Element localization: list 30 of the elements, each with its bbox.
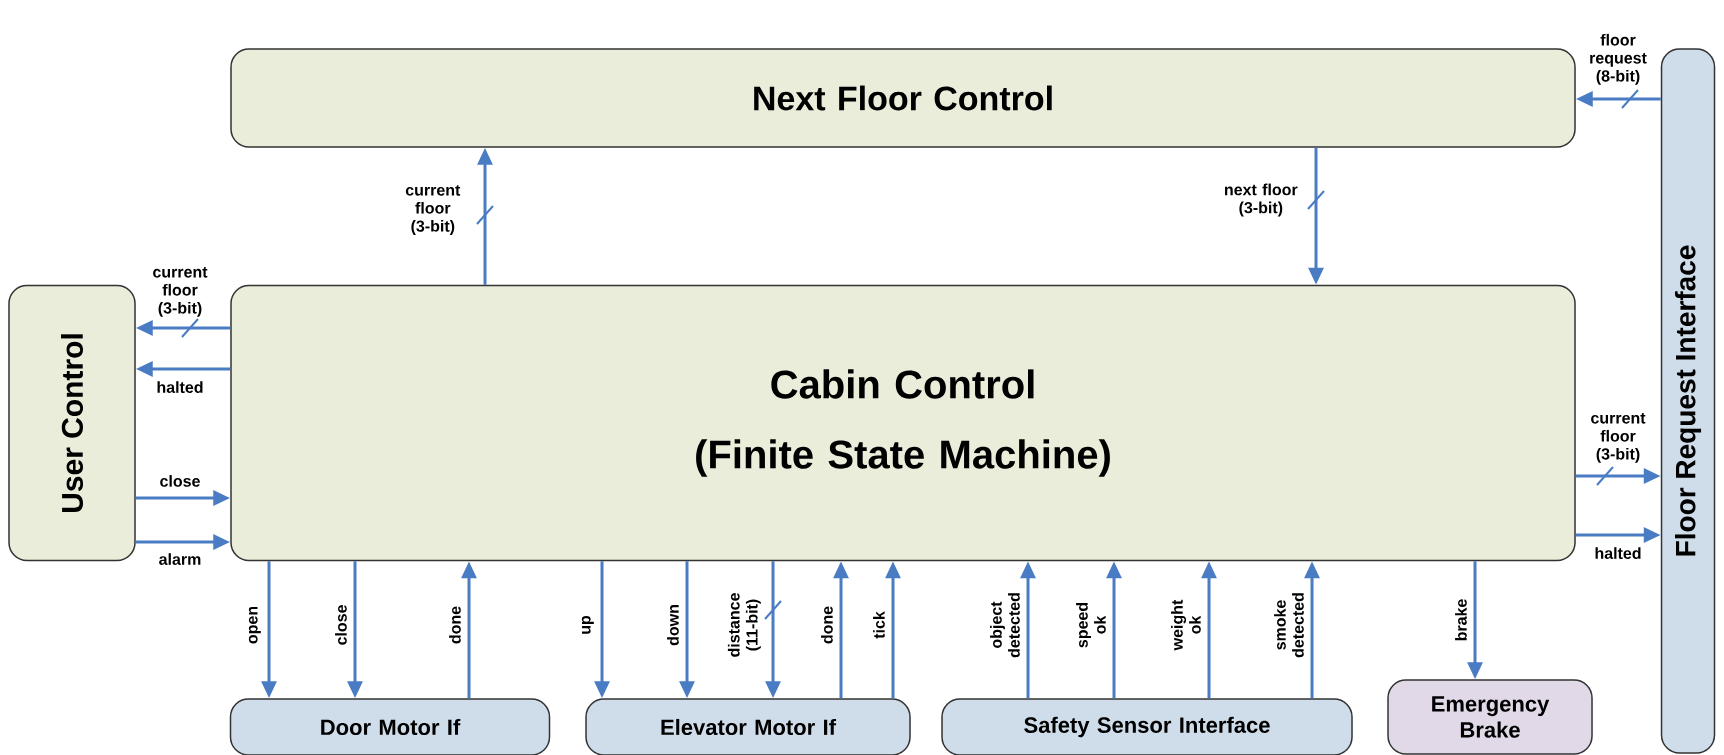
edge-label: next floor (3-bit) [1225, 183, 1298, 217]
block: Next Floor Control [230, 48, 1576, 148]
edge-label: alarm [159, 553, 201, 565]
edge-label: up [581, 615, 594, 634]
edge-label: object detected [990, 593, 1020, 658]
edge-label: current floor (3-bit) [405, 185, 461, 235]
edge-label: done [821, 606, 833, 644]
edge-label: open [248, 606, 261, 644]
edge-label: tick [873, 611, 885, 639]
block: User Control [8, 284, 136, 562]
edge-label: down [667, 605, 679, 646]
block: Emergency Brake [1387, 679, 1593, 755]
edge-label: current floor (3-bit) [153, 267, 208, 317]
edge-label: brake [1455, 599, 1467, 641]
edge-label: halted [1595, 547, 1641, 559]
edge-label: floor request (8-bit) [1590, 33, 1647, 85]
block: Cabin Control (Finite State Machine) [230, 284, 1576, 562]
block: Door Motor If [229, 698, 551, 755]
block: Floor Request Interface [1660, 48, 1716, 754]
edge-label: close [335, 605, 347, 645]
block: Elevator Motor If [585, 698, 911, 755]
edge-label: distance (11-bit) [727, 593, 761, 657]
edge-label: done [449, 606, 461, 644]
edge-label: halted [157, 381, 203, 393]
edge-label: smoke detected [1274, 593, 1304, 658]
edge-label: close [160, 475, 200, 487]
edge-label: speed ok [1076, 602, 1106, 648]
edge-label: weight ok [1171, 599, 1201, 651]
edge-label: current floor (3-bit) [1591, 413, 1646, 463]
block: Safety Sensor Interface [941, 698, 1353, 755]
